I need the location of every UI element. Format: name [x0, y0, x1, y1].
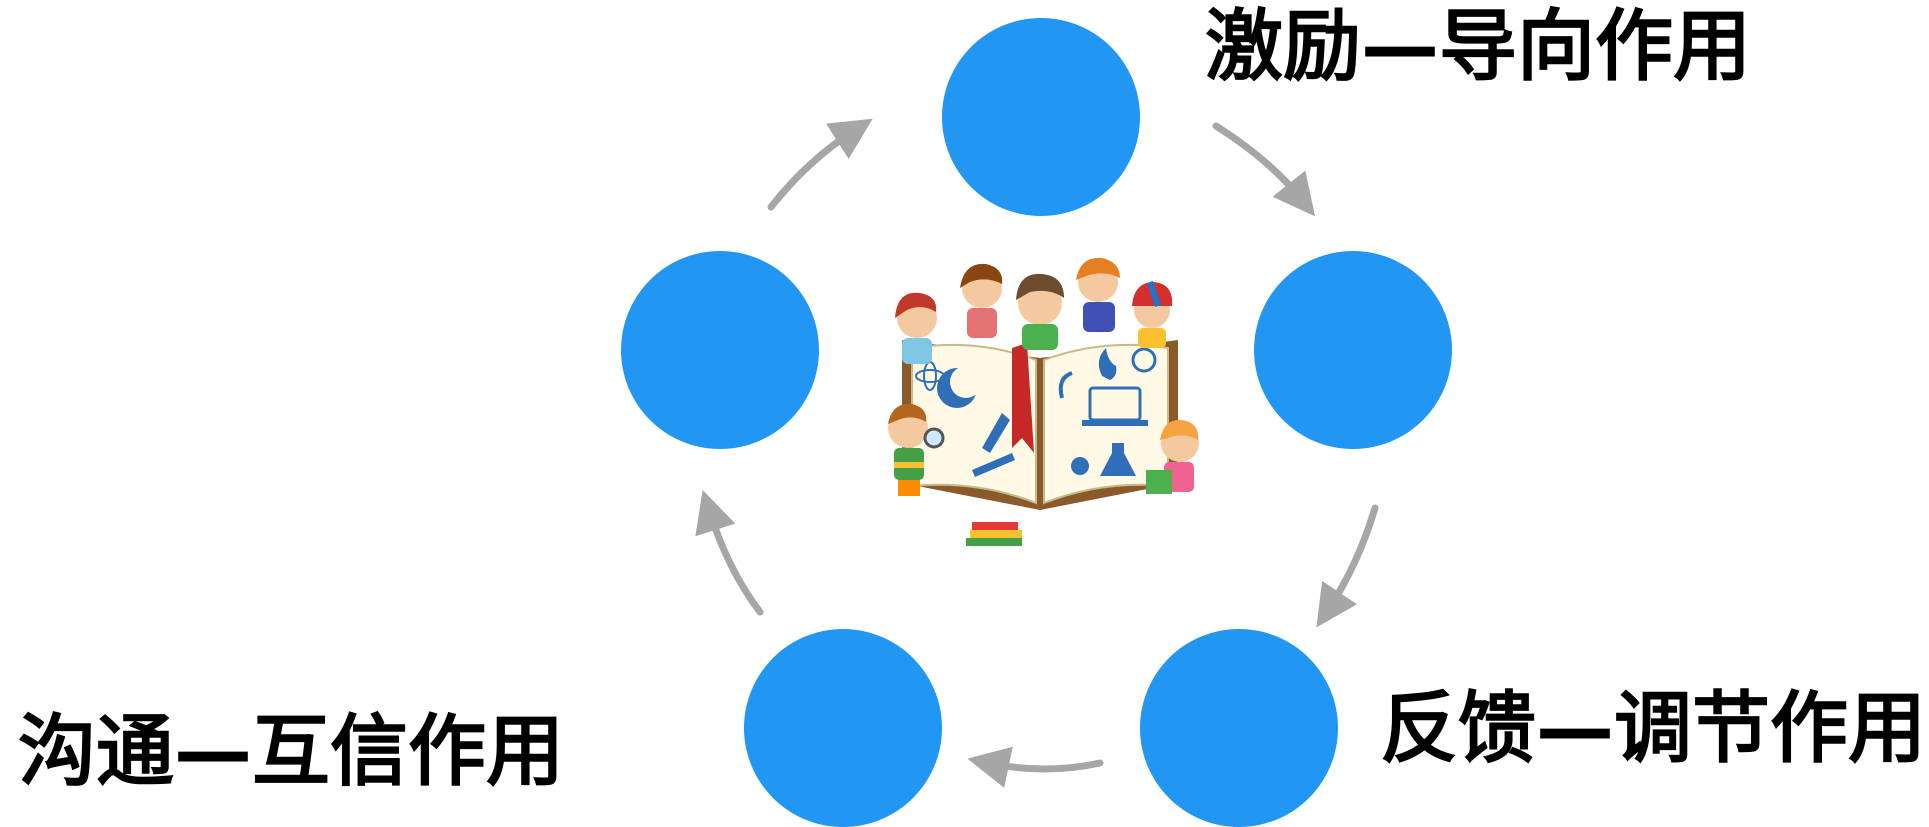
telescope-icon [972, 453, 1015, 477]
label-incentive-guidance: 激励—导向作用 [1205, 2, 1752, 92]
flame-icon [1098, 348, 1117, 380]
label-feedback-regulation: 反馈—调节作用 [1380, 684, 1927, 774]
radiation-icon [1071, 457, 1089, 475]
arrow-bottom-left-to-left [695, 489, 764, 616]
children-reading-book-illustration [888, 257, 1199, 546]
arrow-left-to-top [767, 118, 873, 211]
arrow-bottom-right-to-bottom-left [967, 746, 1104, 788]
atom-icon [915, 369, 945, 383]
flask-icon [1100, 443, 1136, 476]
node-left [621, 251, 819, 449]
node-bottom-left [744, 629, 942, 827]
child-girl-pigtails [960, 263, 1003, 338]
node-right [1254, 251, 1452, 449]
child-girl-reading [1146, 419, 1199, 494]
arrow-right-to-bottom-right [1316, 504, 1379, 628]
child-boy-magnifier [888, 403, 945, 496]
child-girl-red-hair [895, 292, 937, 364]
globe-icon [1131, 347, 1157, 373]
node-bottom-right [1140, 629, 1338, 827]
book-stack [966, 522, 1022, 546]
child-boy-orange-hair [1076, 257, 1120, 332]
rocket-icon [982, 413, 1010, 453]
arrow-top-to-right [1212, 122, 1316, 217]
node-top [942, 18, 1140, 216]
child-with-helmet [1132, 281, 1173, 348]
child-boy-curly-hair [1016, 273, 1064, 350]
label-communication-trust: 沟通—互信作用 [18, 707, 565, 797]
